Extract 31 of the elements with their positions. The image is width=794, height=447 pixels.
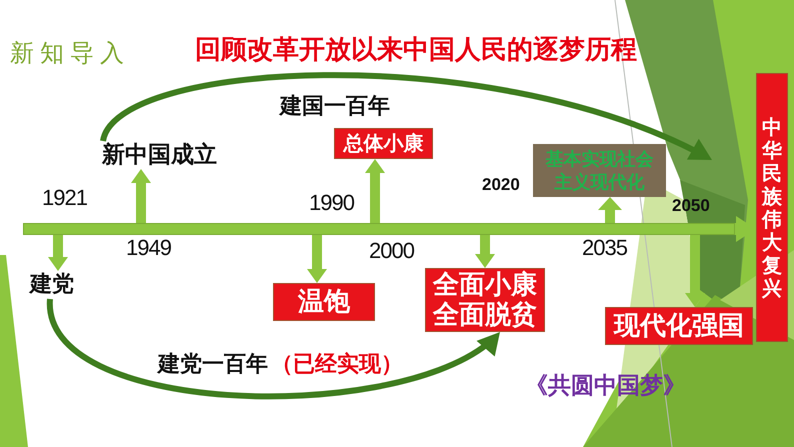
title: 回顾改革开放以来中国人民的逐梦历程	[195, 34, 637, 66]
status-note: （已经实现）	[271, 353, 403, 377]
event-box: 温饱	[273, 283, 375, 321]
goal-banner: 中华民族伟大复兴	[756, 73, 788, 342]
year-label: 1990	[309, 191, 354, 215]
event-box: 总体小康	[334, 128, 433, 159]
curved-arrow	[100, 72, 714, 163]
year-label: 2000	[369, 239, 414, 263]
goal-box: 基本实现社会主义现代化	[533, 144, 666, 197]
arrow	[475, 235, 495, 268]
arrow	[685, 235, 705, 307]
event-text: 全面小康	[433, 270, 537, 300]
year-label: 2035	[582, 236, 627, 260]
section-heading: 新知导入	[10, 40, 130, 66]
curved-arrow	[47, 298, 502, 399]
event-text: 全面脱贫	[433, 300, 537, 330]
event-label: 建党	[27, 271, 77, 299]
edge-label: 建党一百年	[157, 353, 269, 377]
arrow	[131, 169, 151, 223]
year-label: 1949	[126, 236, 171, 260]
event-box: 现代化强国	[605, 307, 753, 345]
arrow	[48, 235, 68, 271]
year-label: 1921	[42, 186, 87, 210]
edge-label: 建国一百年	[279, 95, 391, 119]
arrow	[307, 235, 327, 283]
event-label: 新中国成立	[99, 141, 220, 169]
timeline-bar	[23, 223, 735, 235]
event-box	[425, 268, 545, 332]
year-label: 2020	[482, 175, 520, 194]
arrow	[365, 159, 385, 223]
arrow	[598, 197, 622, 223]
